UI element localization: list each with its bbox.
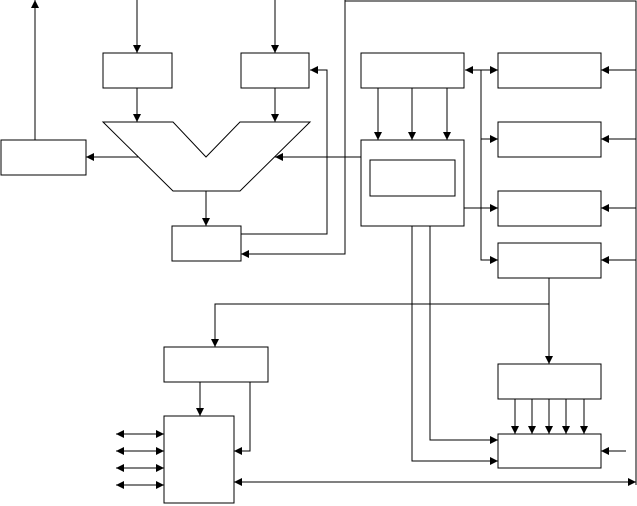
control-unit-inner [369, 159, 456, 197]
register-4 [497, 242, 602, 279]
output-register [0, 139, 87, 176]
register-4-to-address-buffer [211, 303, 549, 347]
status-feedback [241, 66, 328, 235]
address-buffer [163, 346, 269, 383]
input-register-b [240, 52, 310, 89]
bus-to-status-register [241, 0, 346, 258]
register-1 [497, 52, 602, 89]
output-latch [497, 433, 602, 469]
register-3 [497, 190, 602, 227]
control-to-latch-1 [429, 226, 498, 444]
buffer-to-io-port-side [234, 382, 251, 455]
instruction-register [360, 52, 465, 89]
outer-frame [345, 0, 637, 485]
input-register-a [102, 52, 173, 89]
io-port [163, 415, 235, 504]
decoder [497, 363, 602, 400]
register-bus-to-register-4 [480, 70, 498, 264]
register-2 [497, 121, 602, 158]
status-register [171, 225, 242, 262]
control-to-latch-2 [411, 226, 498, 465]
